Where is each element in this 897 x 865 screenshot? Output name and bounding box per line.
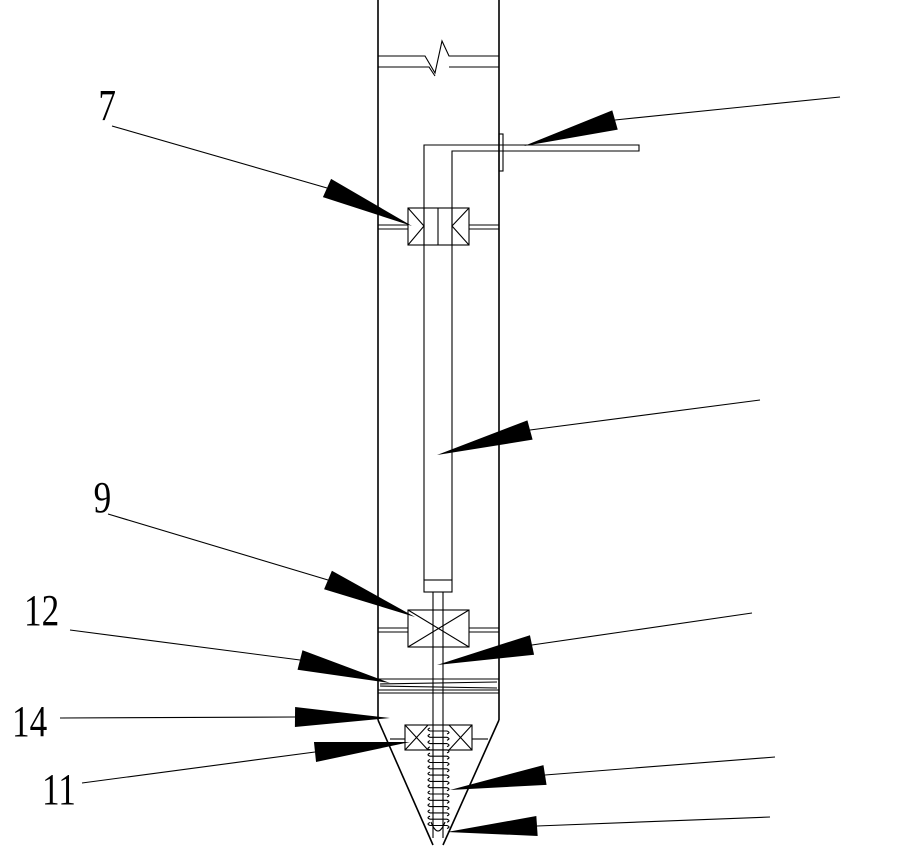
spring-coil bbox=[427, 758, 450, 767]
part-label-12: 12 bbox=[24, 585, 59, 635]
spring-coil bbox=[427, 809, 450, 817]
plate-12 bbox=[378, 678, 499, 694]
leader-line-6 bbox=[529, 399, 761, 431]
spring-coil bbox=[427, 803, 450, 811]
spring-coil bbox=[427, 740, 450, 748]
bearing-7 bbox=[378, 207, 499, 246]
leader-arrow-13 bbox=[447, 816, 538, 836]
leader-line-5 bbox=[614, 96, 841, 121]
spring-coil bbox=[427, 777, 450, 785]
leader-line-12 bbox=[69, 629, 301, 661]
leader-line-13 bbox=[536, 816, 771, 827]
leader-line-8 bbox=[531, 612, 753, 646]
break-line bbox=[378, 39, 499, 77]
spring-coil bbox=[427, 821, 450, 830]
spring-coil bbox=[427, 746, 450, 754]
spring-coil bbox=[427, 733, 450, 741]
spring-coil bbox=[427, 727, 450, 735]
air-pipe bbox=[423, 133, 640, 593]
leader-arrow-8 bbox=[437, 635, 535, 665]
leader-line-9 bbox=[107, 513, 329, 581]
part-label-7: 7 bbox=[98, 80, 116, 130]
leader-line-11 bbox=[81, 751, 316, 784]
spring-coil bbox=[427, 784, 450, 792]
spring-coil bbox=[427, 815, 450, 823]
spring-10 bbox=[427, 727, 450, 830]
spring-coil bbox=[427, 796, 450, 804]
spring-coil bbox=[427, 752, 450, 760]
part-label-11: 11 bbox=[42, 764, 76, 814]
leader-arrow-7 bbox=[322, 178, 412, 226]
leader-arrow-10 bbox=[450, 765, 547, 790]
leader-line-7 bbox=[111, 125, 328, 189]
leader-arrow-5 bbox=[524, 110, 618, 146]
leader-arrow-12 bbox=[297, 650, 390, 683]
spring-coil bbox=[427, 790, 450, 798]
bearing-9 bbox=[378, 609, 499, 648]
leaders: 576981214111013 bbox=[12, 80, 841, 836]
spring-coil bbox=[427, 765, 450, 773]
leader-arrow-6 bbox=[437, 420, 533, 455]
part-label-9: 9 bbox=[94, 472, 112, 522]
shaft bbox=[432, 592, 444, 838]
leader-line-10 bbox=[544, 756, 776, 776]
leader-line-14 bbox=[59, 716, 296, 719]
leader-arrow-11 bbox=[313, 742, 410, 762]
leader-arrow-14 bbox=[294, 707, 390, 727]
leader-arrow-9 bbox=[324, 570, 415, 617]
tube-body bbox=[377, 0, 500, 846]
part-label-14: 14 bbox=[12, 696, 47, 746]
spring-coil bbox=[427, 771, 450, 779]
tip-13 bbox=[430, 821, 446, 832]
